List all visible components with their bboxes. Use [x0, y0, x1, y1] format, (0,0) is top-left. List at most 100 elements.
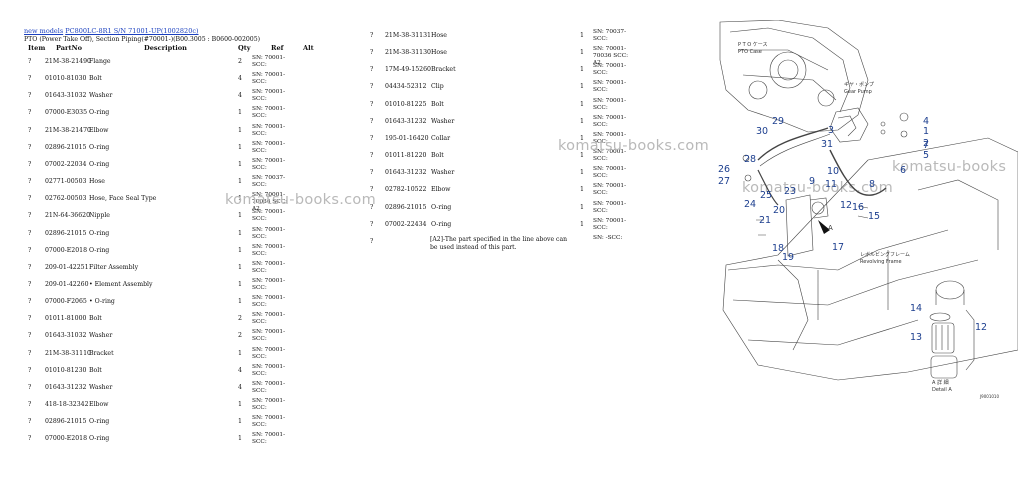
cell-description: Bolt — [431, 100, 444, 108]
marker-a-label: A — [828, 224, 833, 232]
cell-ref: SN: 70001-SCC: — [252, 209, 286, 223]
cell-qty: 1 — [580, 186, 584, 194]
cell-item: ? — [28, 229, 32, 237]
cell-qty: 2 — [238, 315, 242, 323]
gear-pump-jp-label: ギヤ・ポンプ — [844, 81, 874, 88]
cell-description: Clip — [431, 83, 444, 91]
cell-description: O-ring — [89, 109, 110, 117]
cell-partno: 02896-21015 — [45, 143, 87, 151]
cell-ref: SN: 70001-SCC: — [252, 243, 286, 257]
cell-item: ? — [28, 332, 32, 340]
callout-31: 31 — [821, 139, 833, 150]
cell-ref: SN: 70001-SCC: — [252, 398, 286, 411]
cell-partno: 02762-00503 — [45, 195, 87, 203]
cell-item: ? — [28, 212, 32, 220]
cell-item: ? — [370, 203, 374, 211]
col-header-qty: Qty — [238, 44, 251, 52]
cell-item: ? — [370, 220, 374, 228]
pto-case-jp-label: P T O ケース — [738, 41, 768, 48]
cell-ref: SN: 70001-SCC: — [252, 55, 286, 68]
callout-7: 7 — [923, 140, 929, 151]
cell-ref: SN: 70001-SCC: — [252, 329, 286, 343]
cell-qty: 1 — [580, 220, 584, 228]
cell-partno: 21M-38-21470 — [45, 126, 91, 134]
cell-partno: 07000-F2065 — [45, 298, 87, 306]
cell-item: ? — [28, 143, 32, 151]
cell-description: O-ring — [89, 246, 110, 254]
breadcrumb-link-new-models[interactable]: new models — [24, 27, 64, 35]
cell-ref: SN: 70001-SCC: — [593, 166, 627, 180]
cell-ref: SN: 70001-SCC: — [252, 312, 286, 326]
cell-item: ? — [28, 349, 32, 357]
cell-ref: SN: 70001-SCC: — [252, 277, 286, 291]
cell-item: ? — [28, 160, 32, 168]
gear-pump-label: Gear Pump — [844, 89, 872, 95]
cell-description: • Element Assembly — [89, 280, 153, 288]
cell-description: O-ring — [89, 418, 110, 426]
cell-item: ? — [370, 83, 374, 91]
cell-partno: 01010-81230 — [45, 366, 87, 374]
cell-partno: 02896-21015 — [45, 418, 87, 426]
cell-qty: 1 — [580, 152, 584, 160]
cell-item: ? — [28, 92, 32, 100]
callout-10: 10 — [827, 166, 839, 177]
cell-qty: 1 — [580, 117, 584, 125]
callout-20: 20 — [773, 205, 785, 216]
cell-qty: 1 — [238, 418, 242, 426]
cell-ref: SN: 70001-SCC: — [252, 363, 286, 377]
callout-group: 1 2 3 4 5 6 7 8 9 10 11 12 12 13 14 15 1… — [718, 116, 987, 343]
cell-ref: SN: 70001-SCC: — [252, 140, 286, 154]
cell-qty: 4 — [238, 75, 242, 83]
breadcrumb-link-model[interactable]: PC800LC-8R1 S/N 71001-UP(1002820c) — [65, 27, 199, 35]
callout-1: 1 — [923, 126, 929, 137]
callout-25: 25 — [760, 190, 772, 201]
cell-qty: 1 — [238, 109, 242, 117]
cell-ref: SN: 70001-SCC: — [252, 123, 286, 137]
cell-ref: SN: 70001-SCC: — [593, 131, 627, 145]
cell-description: O-ring — [89, 229, 110, 237]
cell-description: • O-ring — [89, 298, 115, 306]
cell-partno: 07000-E2018 — [45, 246, 88, 254]
cell-partno: 21M-38-31110 — [45, 349, 91, 357]
callout-21: 21 — [759, 215, 771, 226]
cell-item: ? — [28, 75, 32, 83]
cell-partno: 21M-38-31131 — [385, 32, 431, 39]
cell-ref: SN: 70001-SCC: — [593, 200, 627, 214]
cell-description: Washer — [431, 169, 455, 177]
cell-qty: 1 — [238, 298, 242, 306]
cell-partno: 01643-31232 — [385, 117, 427, 125]
cell-qty: 1 — [580, 49, 584, 57]
cell-qty: 1 — [238, 212, 242, 220]
cell-item: ? — [370, 134, 374, 142]
cell-partno: 07000-E3035 — [45, 109, 88, 117]
cell-qty: 1 — [580, 83, 584, 91]
cell-partno: 01011-81000 — [45, 315, 87, 323]
cell-description: Bolt — [431, 152, 444, 160]
cell-ref: SN: 70001-SCC: — [252, 346, 286, 360]
cell-ref: SN: 70001-SCC: — [593, 80, 627, 94]
cell-qty: 1 — [238, 160, 242, 168]
callout-16: 16 — [852, 202, 864, 213]
cell-qty: 4 — [238, 92, 242, 100]
detail-jp-label: A 詳 細 — [932, 379, 949, 386]
cell-partno: 01643-31032 — [45, 332, 87, 340]
cell-ref: SN: 70001-SCC: — [252, 380, 286, 394]
callout-3: 3 — [828, 125, 834, 136]
cell-partno: 21N-64-36620 — [45, 212, 91, 220]
cell-qty: 2 — [238, 58, 242, 65]
callout-15: 15 — [868, 211, 880, 222]
cell-qty: 1 — [580, 66, 584, 74]
cell-item: ? — [28, 126, 32, 134]
cell-item: ? — [370, 100, 374, 108]
cell-ref: SN: 70001-SCC: — [252, 415, 286, 429]
callout-11: 11 — [825, 179, 837, 190]
cell-item: ? — [28, 246, 32, 254]
cell-ref: SN: 70001-SCC: — [593, 63, 627, 77]
cell-item: ? — [370, 66, 374, 74]
cell-qty: 1 — [580, 100, 584, 108]
cell-qty: 1 — [238, 246, 242, 254]
cell-partno: 21M-38-31130 — [385, 49, 431, 57]
breadcrumb: new models PC800LC-8R1 S/N 71001-UP(1002… — [24, 27, 199, 35]
cell-partno: 209-01-42260 — [45, 280, 89, 288]
cell-description: Hose, Face Seal Type — [89, 195, 157, 203]
